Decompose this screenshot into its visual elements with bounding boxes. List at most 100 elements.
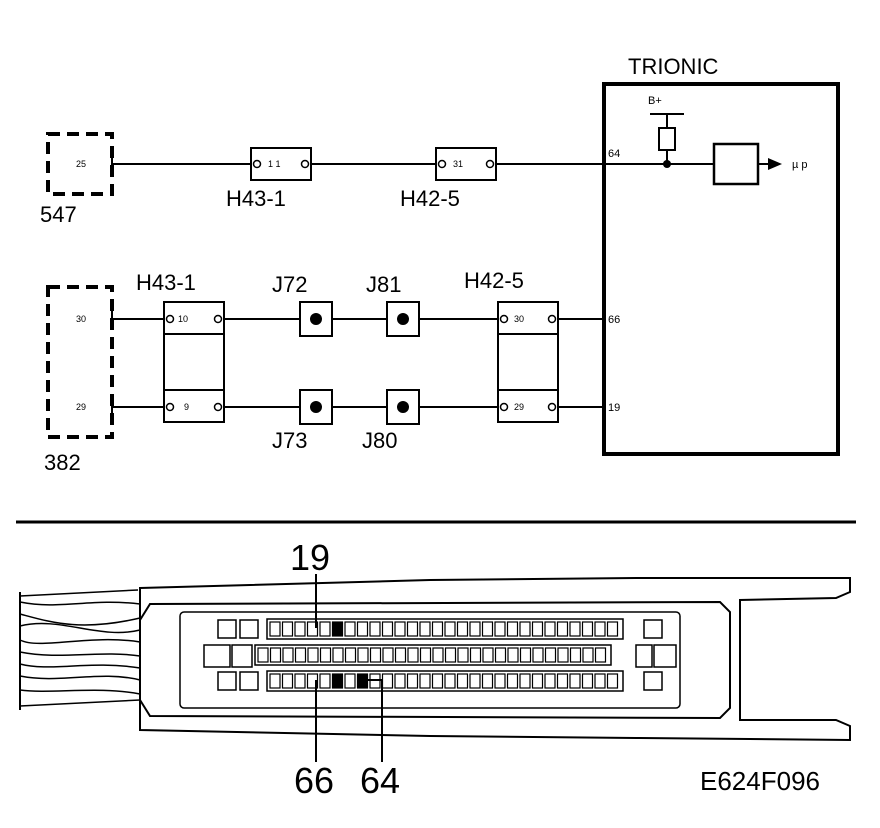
connector-pin	[582, 647, 594, 663]
connector-pin	[369, 647, 382, 663]
connector-pin	[331, 621, 344, 637]
connector-pin	[544, 647, 557, 663]
trionic-ecu: TRIONIC B+ µ p 64 66 19	[602, 54, 840, 456]
connector-pin	[506, 673, 519, 689]
connector-pin	[269, 673, 281, 689]
connector-pin	[382, 647, 394, 663]
connector-pin	[494, 647, 507, 663]
connector-pin	[406, 621, 419, 637]
ecu-pin-19: 19	[608, 402, 620, 414]
connector-pin	[381, 673, 394, 689]
connector-pin	[394, 647, 407, 663]
connector-pin	[394, 673, 406, 689]
connector-pin	[594, 621, 606, 637]
splice-j72: J72	[272, 272, 333, 337]
connector-pin	[344, 621, 356, 637]
connector-pin	[606, 673, 619, 689]
splice-j81-label: J81	[366, 272, 401, 297]
connector-pin	[544, 621, 556, 637]
component-382-pin-30: 30	[76, 314, 86, 324]
connector-pin	[606, 621, 619, 637]
connector-pin	[281, 621, 294, 637]
connector-pin	[469, 647, 482, 663]
connector-pin	[481, 673, 494, 689]
connector-pin	[432, 647, 444, 663]
connector-h43-1-bottom-pin-9: 9	[184, 402, 189, 412]
connector-pin	[494, 673, 506, 689]
connector-pin	[456, 673, 469, 689]
connector-h43-1-top: 1 1 H43-1	[226, 147, 312, 211]
component-382: 30 29 382	[44, 285, 114, 475]
ecu-supply-label: B+	[648, 95, 662, 107]
connector-h42-5-bottom: 30 29 H42-5	[464, 268, 559, 423]
connector-pin	[307, 647, 319, 663]
connector-pin	[294, 621, 306, 637]
connector-pin	[581, 673, 594, 689]
connector-pin	[481, 621, 494, 637]
connector-pin	[494, 621, 506, 637]
connector-h42-5-bottom-pin-29: 29	[514, 402, 524, 412]
connector-pin	[457, 647, 469, 663]
component-547: 25 547	[40, 132, 114, 227]
connector-pin	[369, 621, 381, 637]
pullup-resistor	[658, 127, 676, 151]
connector-pin	[444, 647, 457, 663]
connector-pin	[257, 647, 269, 663]
connector-pin	[394, 621, 406, 637]
connector-pin	[281, 673, 294, 689]
connector-pin	[419, 673, 431, 689]
pin-row-bottom	[266, 670, 624, 692]
connector-pin	[569, 621, 581, 637]
connector-h42-5-top-pin: 31	[453, 159, 463, 169]
connector-h42-5-bottom-label: H42-5	[464, 268, 524, 293]
connector-pin	[556, 673, 569, 689]
connector-h43-1-top-label: H43-1	[226, 186, 286, 211]
pin-rows	[254, 618, 624, 692]
ecu-connector-view: 19 66 64	[19, 537, 851, 801]
connector-pin	[569, 673, 581, 689]
connector-pin	[594, 673, 606, 689]
callout-64-line	[362, 679, 383, 762]
connector-h42-5-top-label: H42-5	[400, 186, 460, 211]
output-arrow-icon	[768, 158, 782, 170]
connector-pin	[456, 621, 469, 637]
splice-j73-label: J73	[272, 428, 307, 453]
connector-h43-1-bottom-label: H43-1	[136, 270, 196, 295]
ecu-output-label: µ p	[792, 159, 808, 171]
splice-j80-label: J80	[362, 428, 397, 453]
connector-pin	[556, 621, 569, 637]
connector-pin	[531, 621, 544, 637]
connector-pin	[557, 647, 569, 663]
connector-pin	[269, 621, 281, 637]
connector-pin	[269, 647, 282, 663]
connector-pin	[319, 621, 331, 637]
connector-pin	[319, 673, 331, 689]
connector-pin	[431, 621, 444, 637]
connector-h43-1-bottom-pin-10: 10	[178, 314, 188, 324]
connector-pin	[506, 621, 519, 637]
callout-66: 66	[294, 760, 334, 801]
connector-pin	[544, 673, 556, 689]
ecu-pin-66: 66	[608, 314, 620, 326]
pin-row-middle	[254, 644, 612, 666]
callout-64: 64	[360, 760, 400, 801]
connector-pin	[356, 621, 369, 637]
connector-h43-1-top-pin: 1 1	[268, 159, 281, 169]
connector-pin	[507, 647, 519, 663]
connector-pin	[531, 673, 544, 689]
splice-j81: J81	[366, 272, 420, 337]
connector-pin	[344, 673, 356, 689]
connector-pin	[344, 647, 357, 663]
connector-pin	[406, 673, 419, 689]
component-547-label: 547	[40, 202, 77, 227]
connector-pin	[331, 673, 344, 689]
component-382-label: 382	[44, 450, 81, 475]
connector-pin	[569, 647, 582, 663]
connector-pin	[519, 647, 532, 663]
connector-pin	[444, 621, 456, 637]
connector-pin	[482, 647, 494, 663]
connector-pin	[294, 647, 307, 663]
connector-pin	[332, 647, 344, 663]
